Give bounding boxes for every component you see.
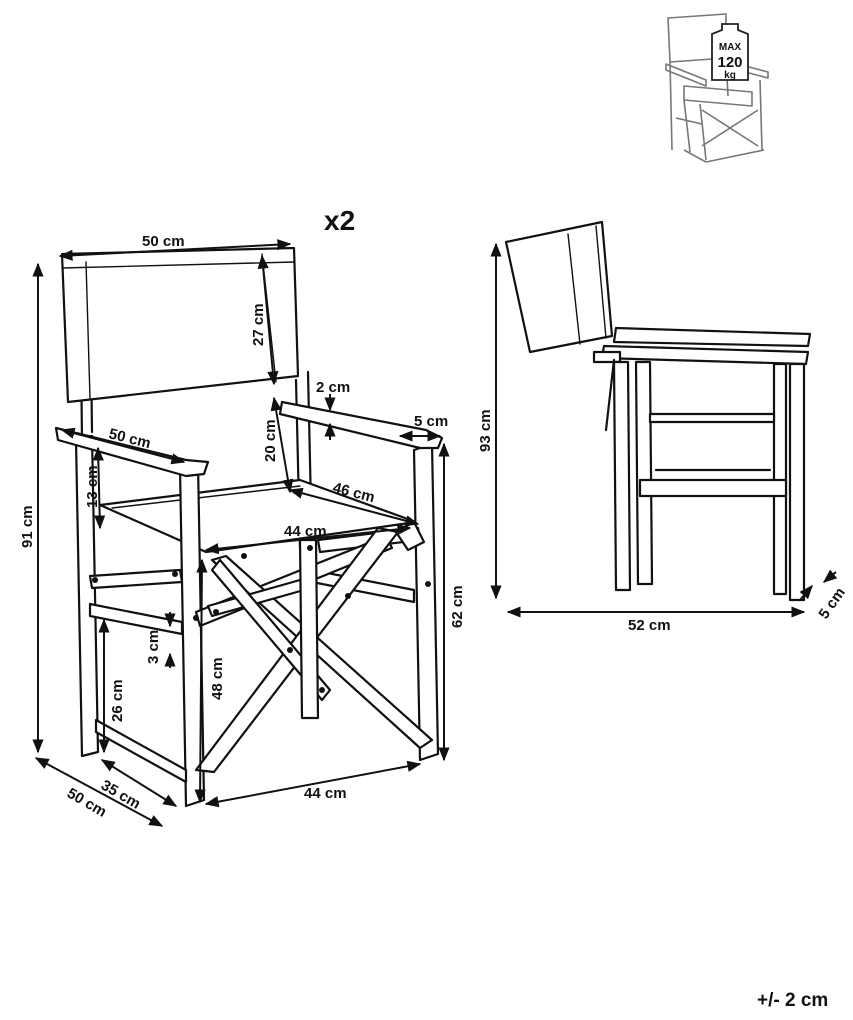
quantity-label: x2 [324,205,355,236]
dim-base-width: 44 cm [304,785,347,802]
dim-total-height: 91 cm [19,505,36,548]
dim-backrest-width: 50 cm [142,233,185,250]
badge-unit-text: kg [724,70,736,81]
dim-stretcher-height: 26 cm [109,679,126,722]
dim-armrest-to-seat: 13 cm [84,465,101,508]
badge-max-text: MAX [719,42,742,53]
dim-armrest-gap: 2 cm [316,379,350,396]
dim-stretcher-thickness: 3 cm [145,630,162,664]
dim-side-depth: 52 cm [628,617,671,634]
dim-armrest-height: 62 cm [449,585,466,628]
chair-thumbnail [665,13,769,163]
tolerance-note: +/- 2 cm [757,990,828,1011]
dim-backrest-height: 27 cm [250,303,267,346]
dim-armrest-thickness: 5 cm [414,413,448,430]
dim-leg-thickness: 5 cm [815,585,849,623]
dim-back-to-armrest: 20 cm [262,419,279,462]
dim-seat-height: 48 cm [209,657,226,700]
dim-side-height: 93 cm [477,409,494,452]
badge-weight-text: 120 [717,54,742,71]
dim-seat-width: 44 cm [284,523,327,540]
chair-side-view [504,220,812,602]
max-load-badge: MAX 120 kg [711,23,749,81]
